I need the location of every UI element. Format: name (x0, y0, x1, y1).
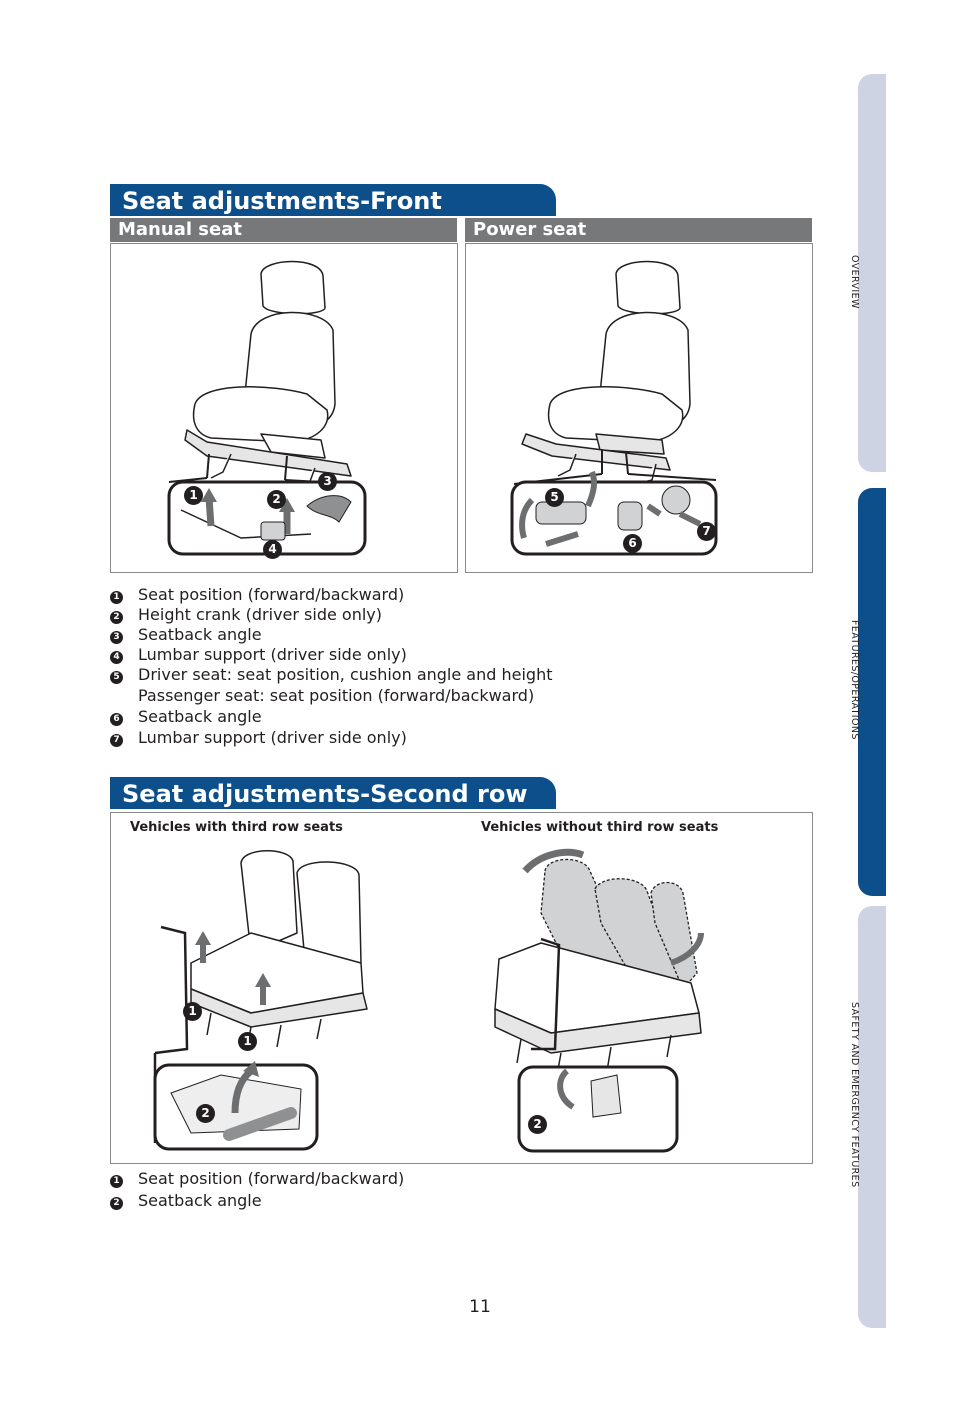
tab-features-label[interactable]: FEATURES/OPERATIONS (849, 620, 860, 740)
tab-safety-label[interactable]: SAFETY AND EMERGENCY FEATURES (849, 1002, 860, 1188)
legend-number: 5 (110, 671, 123, 684)
manual-seat-title: Manual seat (110, 218, 457, 242)
tab-overview-bg[interactable] (858, 74, 886, 472)
legend-number: 2 (110, 1197, 123, 1210)
legend-text: Seat position (forward/backward) (138, 585, 405, 604)
front-legend-item-7: 7 Lumbar support (driver side only) (110, 728, 407, 748)
callout-1-second-b: 1 (238, 1032, 257, 1051)
callout-7-power: 7 (697, 522, 716, 541)
power-seat-illustration (510, 260, 718, 556)
callout-4-manual: 4 (263, 540, 282, 559)
callout-3-manual: 3 (318, 472, 337, 491)
legend-text: Seatback angle (138, 625, 262, 644)
callout-2-second-b: 2 (528, 1115, 547, 1134)
vehicles-with-third-row-label: Vehicles with third row seats (130, 820, 343, 835)
second-row-figure (110, 812, 813, 1164)
legend-number: 4 (110, 651, 123, 664)
front-legend-item-5: 5 Driver seat: seat position, cushion ang… (110, 665, 552, 685)
legend-text: Lumbar support (driver side only) (138, 728, 407, 747)
front-section-title: Seat adjustments-Front (110, 184, 556, 216)
callout-2-second-a: 2 (196, 1104, 215, 1123)
legend-text: Seatback angle (138, 707, 262, 726)
callout-5-power: 5 (545, 488, 564, 507)
power-seat-figure (465, 243, 813, 573)
legend-text: Lumbar support (driver side only) (138, 645, 407, 664)
legend-text-continued: Passenger seat: seat position (forward/b… (138, 686, 535, 705)
second-legend-item-1: 1 Seat position (forward/backward) (110, 1169, 404, 1189)
legend-text: Driver seat: seat position, cushion angl… (138, 665, 553, 684)
legend-text: Height crank (driver side only) (138, 605, 382, 624)
tab-features-bg[interactable] (858, 488, 886, 896)
front-legend-item-4: 4 Lumbar support (driver side only) (110, 645, 407, 665)
second-legend-item-2: 2 Seatback angle (110, 1191, 262, 1211)
front-legend-item-6: 6 Seatback angle (110, 707, 262, 727)
legend-number: 3 (110, 631, 123, 644)
manual-seat-illustration (167, 260, 367, 556)
tab-safety-bg[interactable] (858, 906, 886, 1328)
callout-2-manual: 2 (267, 490, 286, 509)
legend-number: 1 (110, 1175, 123, 1188)
legend-number: 2 (110, 611, 123, 624)
callout-1-second-a: 1 (183, 1002, 202, 1021)
legend-number: 7 (110, 734, 123, 747)
front-legend-item-2: 2 Height crank (driver side only) (110, 605, 382, 625)
callout-1-manual: 1 (184, 486, 203, 505)
vehicles-without-third-row-label: Vehicles without third row seats (481, 820, 719, 835)
second-row-section-title: Seat adjustments-Second row seats (110, 777, 556, 842)
power-seat-title: Power seat (465, 218, 812, 242)
legend-text: Seatback angle (138, 1191, 262, 1210)
legend-number: 1 (110, 591, 123, 604)
legend-number: 6 (110, 713, 123, 726)
manual-seat-figure (110, 243, 458, 573)
second-row-illustration (153, 848, 704, 1153)
legend-text: Seat position (forward/backward) (138, 1169, 405, 1188)
callout-6-power: 6 (623, 534, 642, 553)
page-number: 11 (469, 1297, 491, 1317)
front-legend-item-1: 1 Seat position (forward/backward) (110, 585, 404, 605)
tab-overview-label[interactable]: OVERVIEW (849, 255, 860, 309)
front-legend-item-3: 3 Seatback angle (110, 625, 262, 645)
